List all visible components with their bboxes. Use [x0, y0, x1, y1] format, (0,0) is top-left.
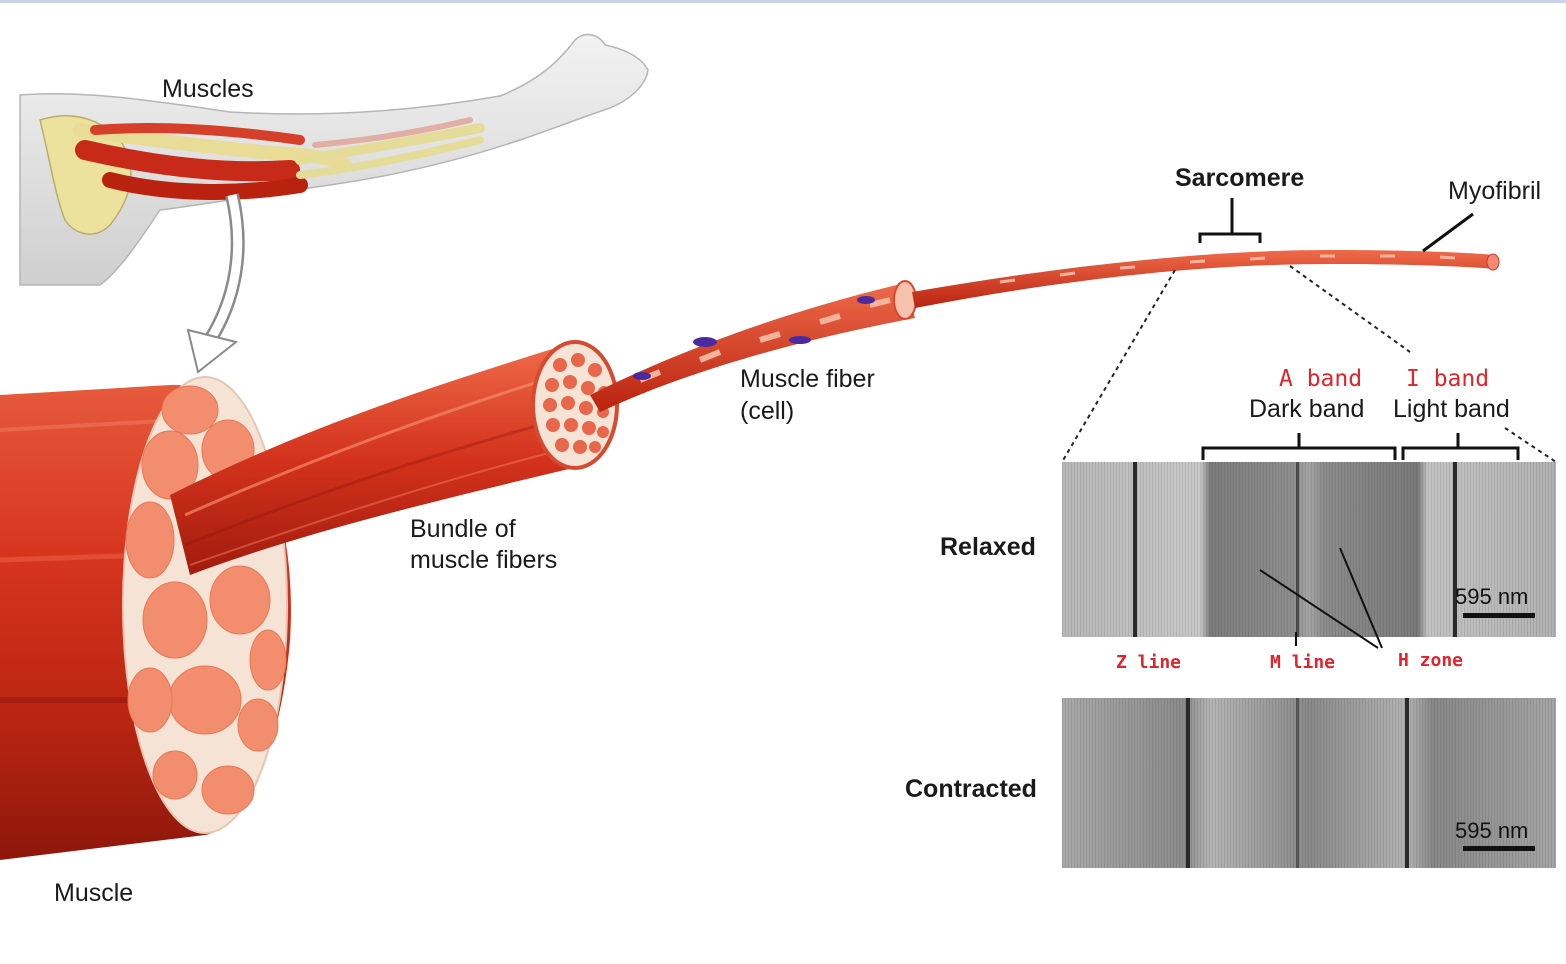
- myofibril: [912, 250, 1500, 308]
- light-band-label: Light band: [1393, 395, 1510, 423]
- sarcomere-bracket: [1198, 198, 1262, 243]
- arm-illustration: [19, 33, 649, 286]
- contracted-micrograph: [1062, 698, 1556, 868]
- bundle-label-line1: Bundle of: [410, 515, 516, 543]
- fiber-label-line2: (cell): [740, 397, 795, 425]
- m-line-label: M line: [1270, 652, 1336, 673]
- muscle-bundle: [170, 340, 619, 575]
- band-brackets: [1201, 433, 1520, 460]
- myofibril-label: Myofibril: [1448, 177, 1542, 205]
- arm-to-muscle-arrow: [186, 193, 245, 374]
- a-band-label: A band: [1279, 366, 1363, 392]
- muscle-fiber: [590, 280, 917, 412]
- muscle-cylinder: [0, 376, 291, 860]
- fiber-label-line1: Muscle fiber: [740, 365, 875, 393]
- i-band-label: I band: [1406, 366, 1490, 392]
- top-border: [0, 0, 1566, 3]
- h-zone-label: H zone: [1398, 650, 1464, 671]
- muscles-label: Muscles: [162, 75, 254, 103]
- relaxed-scale-label: 595 nm: [1455, 584, 1529, 609]
- relaxed-label: Relaxed: [940, 533, 1036, 561]
- bundle-label-line2: muscle fibers: [410, 546, 558, 574]
- fiber-nuclei: [633, 296, 875, 380]
- myofibril-leader: [1422, 212, 1474, 253]
- contracted-scale-label: 595 nm: [1455, 818, 1529, 843]
- contracted-label: Contracted: [905, 775, 1037, 803]
- sarcomere-label: Sarcomere: [1175, 164, 1305, 192]
- muscle-label: Muscle: [54, 879, 134, 907]
- contracted-scale-bar: [1463, 846, 1535, 851]
- relaxed-micrograph: [1062, 462, 1556, 649]
- dark-band-label: Dark band: [1249, 395, 1365, 423]
- relaxed-scale-bar: [1463, 613, 1535, 618]
- z-line-label: Z line: [1116, 652, 1182, 673]
- zoom-lines: [1061, 265, 1557, 463]
